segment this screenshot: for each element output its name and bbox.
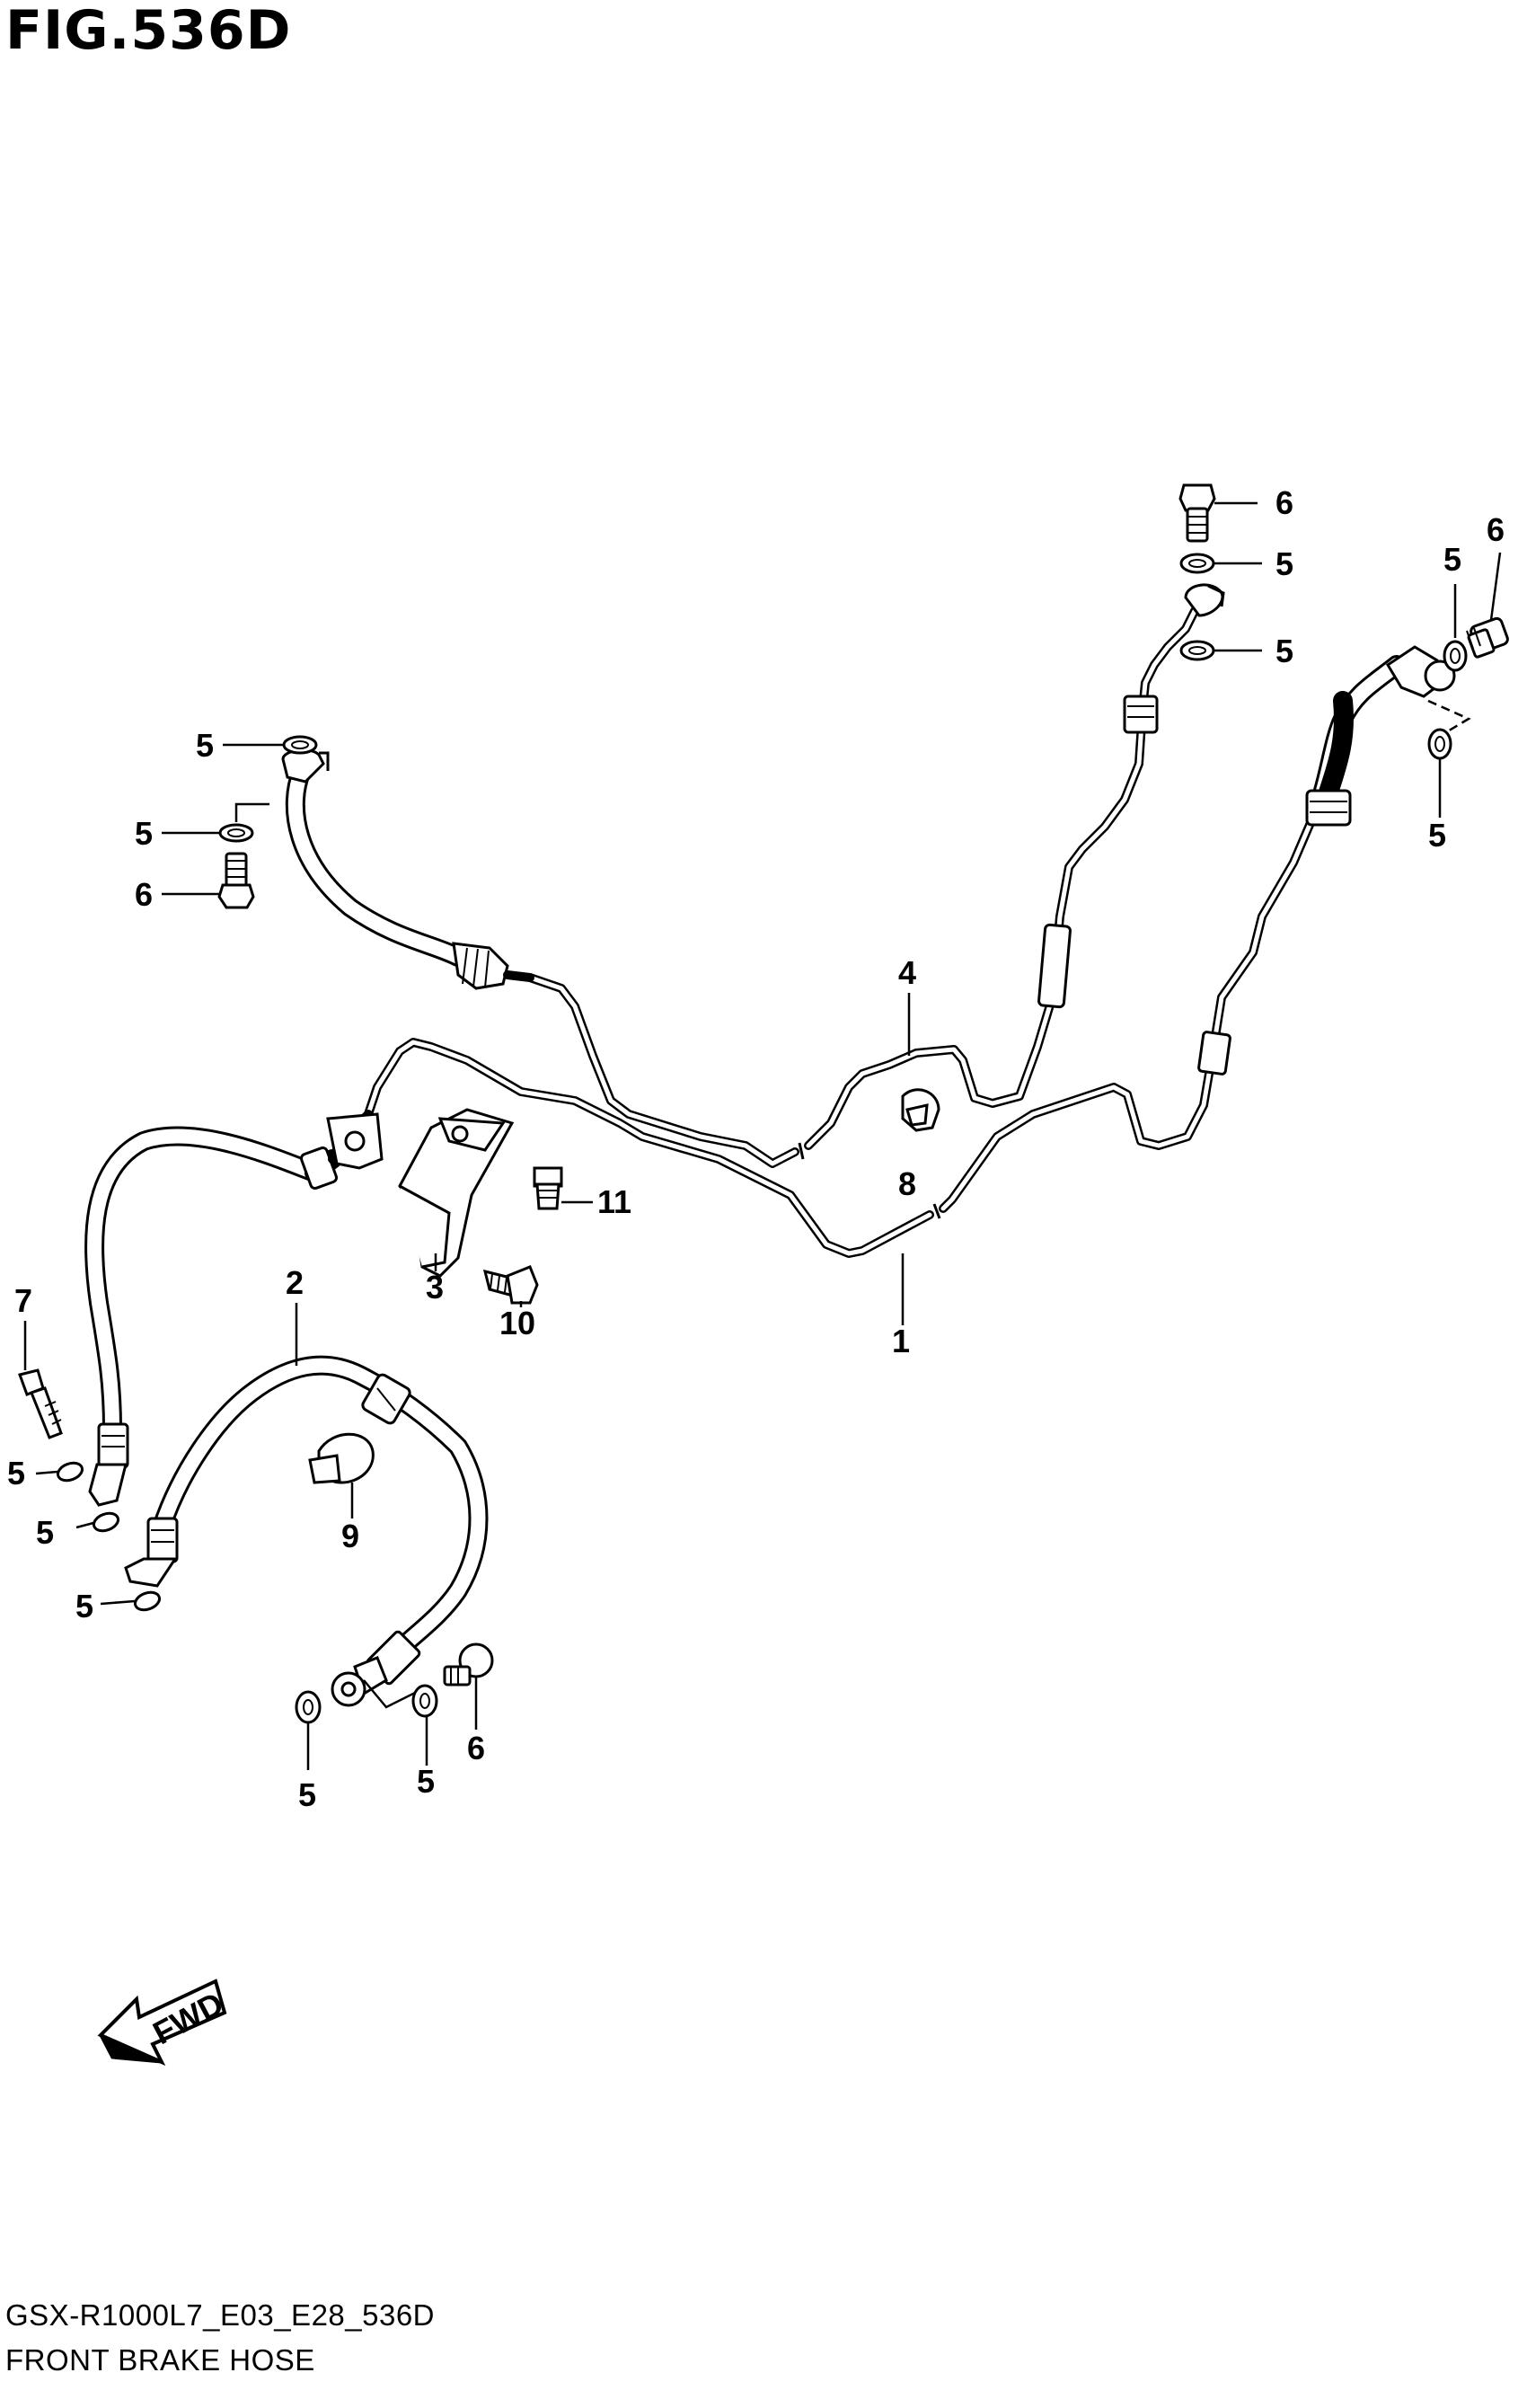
callout-5-left-2: 5 [36,1514,54,1551]
callout-8: 8 [898,1165,916,1202]
washer-5-top-2 [1179,640,1215,661]
callout-5-right-1: 5 [1443,541,1461,578]
washer-5-right-1 [1443,640,1468,672]
clip-part-9 [308,1432,375,1484]
brake-hose-part-2 [124,1355,489,1709]
model-code: GSX-R1000L7_E03_E28_536D [5,2298,436,2332]
callout-labels: 1 2 3 4 8 9 10 11 7 6 5 5 5 6 5 5 5 6 5 … [7,484,1505,1813]
callout-5-lower-1: 5 [298,1776,316,1813]
callout-7: 7 [14,1282,32,1319]
washer-5-left-1 [56,1461,84,1483]
callout-10: 10 [499,1305,535,1341]
washer-5-left-3 [133,1590,162,1612]
bolt-part-10 [482,1265,539,1305]
upper-left-hose [281,748,534,990]
figure-caption: FRONT BRAKE HOSE [5,2343,315,2377]
washer-5-left-2 [92,1511,120,1533]
washer-5-lower-1 [295,1690,322,1724]
washer-5-top-1 [1179,553,1215,574]
callout-6-lower: 6 [467,1730,485,1766]
callout-5-left-3: 5 [75,1588,93,1625]
callout-11: 11 [597,1183,631,1220]
washer-5-upperleft-2 [218,802,269,843]
callout-9: 9 [341,1518,359,1554]
callout-6-upperleft: 6 [135,876,153,913]
callout-2: 2 [286,1264,304,1301]
washer-5-right-2 [1427,699,1471,760]
callout-3: 3 [426,1269,444,1306]
banjo-bolt-6-top [1178,483,1216,543]
banjo-bolt-6-lower [443,1642,494,1686]
washer-5-lower-2 [411,1684,438,1718]
washer-5-upperleft-1 [282,735,318,755]
leader-lines [23,501,1502,1770]
brake-line-part-1 [364,795,1325,1258]
figure-title: FIG.536D [5,0,292,62]
bolt-part-7 [18,1368,63,1439]
callout-4: 4 [898,954,916,991]
callout-5-lower-2: 5 [417,1763,435,1800]
callout-5-upperleft-1: 5 [196,727,214,764]
callout-5-top-1: 5 [1275,545,1293,582]
callout-6-top: 6 [1275,484,1293,521]
banjo-bolt-6-upperleft [217,852,255,909]
callout-6-right: 6 [1487,511,1505,548]
upper-right-hose [1305,645,1456,827]
banjo-bolt-6-right [1466,616,1509,659]
clip-part-8 [901,1088,940,1132]
callout-5-left-1: 5 [7,1455,25,1492]
bolt-part-11 [533,1166,563,1210]
callout-5-upperleft-2: 5 [135,815,153,852]
callout-1: 1 [892,1323,910,1359]
fwd-direction-arrow: FWD [97,1979,229,2067]
brake-line-part-4 [525,705,1147,1168]
clamp-part-3 [326,1108,515,1278]
left-front-hose [84,1110,373,1507]
callout-5-top-2: 5 [1275,633,1293,669]
callout-5-right-2: 5 [1428,817,1446,854]
upper-top-hose-fitting [1123,583,1225,734]
